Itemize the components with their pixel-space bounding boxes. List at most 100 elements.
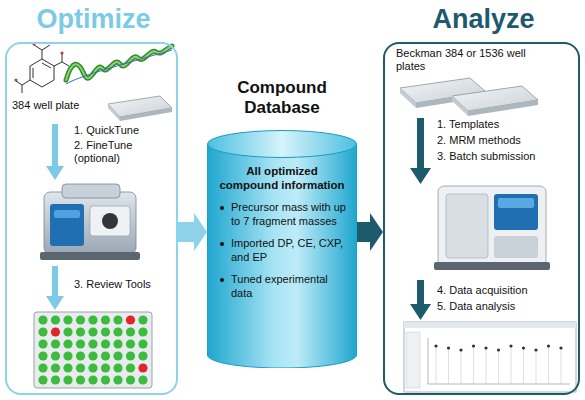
chart-point <box>522 346 525 349</box>
chart-bar <box>448 348 449 384</box>
chart-bar <box>536 350 537 384</box>
cylinder-top <box>208 131 357 158</box>
well-dot <box>138 363 147 372</box>
bullet-item: Imported DP, CE, CXP, and EP <box>217 237 347 264</box>
well-plate <box>108 96 172 121</box>
well-dot <box>76 339 85 348</box>
node-body: All optimized compound informationPrecur… <box>217 164 347 300</box>
chart-bar <box>511 346 512 384</box>
well-dot <box>51 375 60 384</box>
step-label: 3. Review Tools <box>74 278 174 291</box>
well-dot <box>76 327 85 336</box>
well-dot <box>113 327 122 336</box>
step-label: 5. Data analysis <box>437 300 577 313</box>
chart-bar <box>436 346 437 384</box>
chart-bar <box>461 350 462 384</box>
panel-box: Optimize <box>5 42 178 395</box>
chart-point <box>447 346 450 349</box>
step-label: 4. Data acquisition <box>437 284 577 297</box>
peptide-helix <box>66 46 172 84</box>
bullet-dot <box>220 242 224 246</box>
well-dot <box>88 327 97 336</box>
well-dot <box>113 375 122 384</box>
well-dot <box>38 351 47 360</box>
well-dot <box>126 315 135 324</box>
well-dot <box>138 315 147 324</box>
well-dot <box>51 339 60 348</box>
bullet-text: Tuned experimental data <box>231 273 328 299</box>
well-dot <box>51 315 60 324</box>
well-dot <box>101 375 110 384</box>
bullet-item: Tuned experimental data <box>217 273 347 300</box>
well-dot <box>76 315 85 324</box>
well-dot <box>88 351 97 360</box>
database-cylinder: Compound DatabaseAll optimized compound … <box>207 130 357 368</box>
well-dot <box>138 327 147 336</box>
chart-bar <box>561 348 562 384</box>
cylinder-body <box>207 144 357 368</box>
well-dot <box>76 375 85 384</box>
chart-bar <box>486 348 487 384</box>
flow-arrow <box>410 118 431 320</box>
step-label: 1. QuickTune <box>74 124 174 137</box>
chart-bar <box>473 346 474 384</box>
chart-point <box>484 346 487 349</box>
step-label: 384 well plate <box>12 99 104 112</box>
well-dot <box>101 315 110 324</box>
bullet-text: Precursor mass with up to 7 fragment mas… <box>231 201 346 227</box>
well-dot <box>101 351 110 360</box>
flow-connector <box>178 213 207 251</box>
step-label: 3. Batch submission <box>437 150 577 163</box>
chart-point <box>559 346 562 349</box>
well-dot <box>138 375 147 384</box>
well-dot <box>63 315 72 324</box>
well-dot <box>113 315 122 324</box>
panel-box: Analyze <box>383 42 580 395</box>
well-dot <box>76 351 85 360</box>
well-dot <box>88 315 97 324</box>
step-label: Beckman 384 or 1536 well plates <box>396 47 546 73</box>
well-dot <box>88 363 97 372</box>
well-dot <box>63 351 72 360</box>
chart-point <box>434 344 437 347</box>
well-dot <box>126 351 135 360</box>
well-dot <box>126 363 135 372</box>
chart-point <box>497 348 500 351</box>
well-dot <box>51 327 60 336</box>
well-dot <box>101 339 110 348</box>
chart-bar <box>548 346 549 384</box>
node-heading: Compound Database <box>197 78 367 118</box>
well-dot <box>38 315 47 324</box>
node-heading: Analyze <box>385 3 582 35</box>
well-dot <box>76 363 85 372</box>
well-dot <box>126 327 135 336</box>
software-screenshot <box>404 322 576 392</box>
well-dot <box>63 339 72 348</box>
well-dot <box>113 339 122 348</box>
step-label: 1. Templates <box>437 118 577 131</box>
well-dot <box>63 375 72 384</box>
chemical-structure <box>14 42 69 93</box>
well-dot <box>101 363 110 372</box>
well-dot <box>38 339 47 348</box>
chart-point <box>547 344 550 347</box>
well-dot <box>113 363 122 372</box>
well-dot <box>38 327 47 336</box>
chart-point <box>459 348 462 351</box>
well-dot <box>138 339 147 348</box>
review-plate <box>34 312 152 388</box>
well-dot <box>101 327 110 336</box>
node-heading: Optimize <box>7 3 180 35</box>
well-dot <box>88 375 97 384</box>
bullet-dot <box>220 206 224 210</box>
bullet-text: Imported DP, CE, CXP, and EP <box>231 237 343 263</box>
step-label: 2. FineTune (optional) <box>74 139 144 165</box>
bullet-dot <box>220 278 224 282</box>
well-dot <box>138 351 147 360</box>
chart-point <box>509 344 512 347</box>
node-lead: All optimized compound information <box>217 164 347 192</box>
well-dot <box>51 351 60 360</box>
well-dot <box>51 363 60 372</box>
well-dot <box>38 375 47 384</box>
chart-bar <box>498 350 499 384</box>
